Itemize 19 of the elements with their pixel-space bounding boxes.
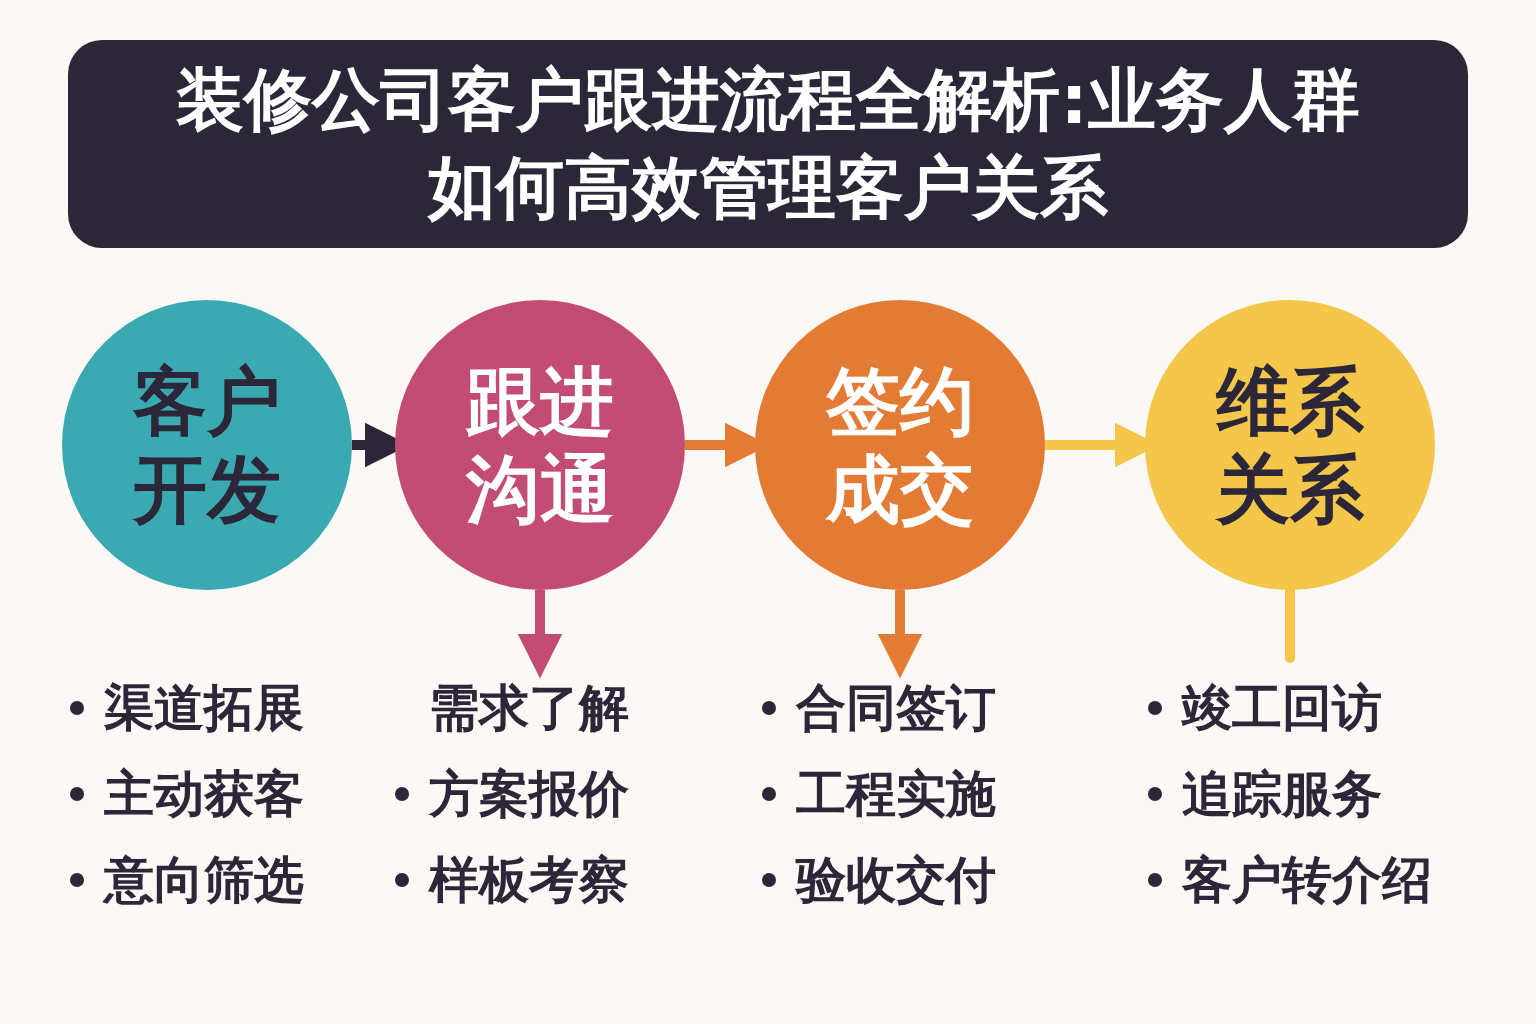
list-item: 方案报价 [429,764,629,824]
list-item: 合同签订 [796,678,996,738]
stage-label: 客户开发 [131,357,282,533]
title: 装修公司客户跟进流程全解析:业务人群如何高效管理客户关系 [175,59,1361,229]
list-item: 工程实施 [796,764,996,824]
list-item: 主动获客 [104,764,304,824]
stage-label: 维系关系 [1214,357,1365,533]
list-item: 客户转介绍 [1182,850,1432,910]
list-item: 样板考察 [429,850,629,910]
list-item: 验收交付 [796,850,996,910]
list-item: 竣工回访 [1182,678,1382,738]
list-item: 意向筛选 [104,850,304,910]
stage-label: 签约成交 [824,357,975,533]
list-item: 追踪服务 [1182,764,1382,824]
arrow [517,590,563,679]
list-item: 需求了解 [429,678,629,738]
list-item: 渠道拓展 [104,678,304,738]
arrow [877,590,923,679]
stage-label: 跟进沟通 [464,357,615,533]
